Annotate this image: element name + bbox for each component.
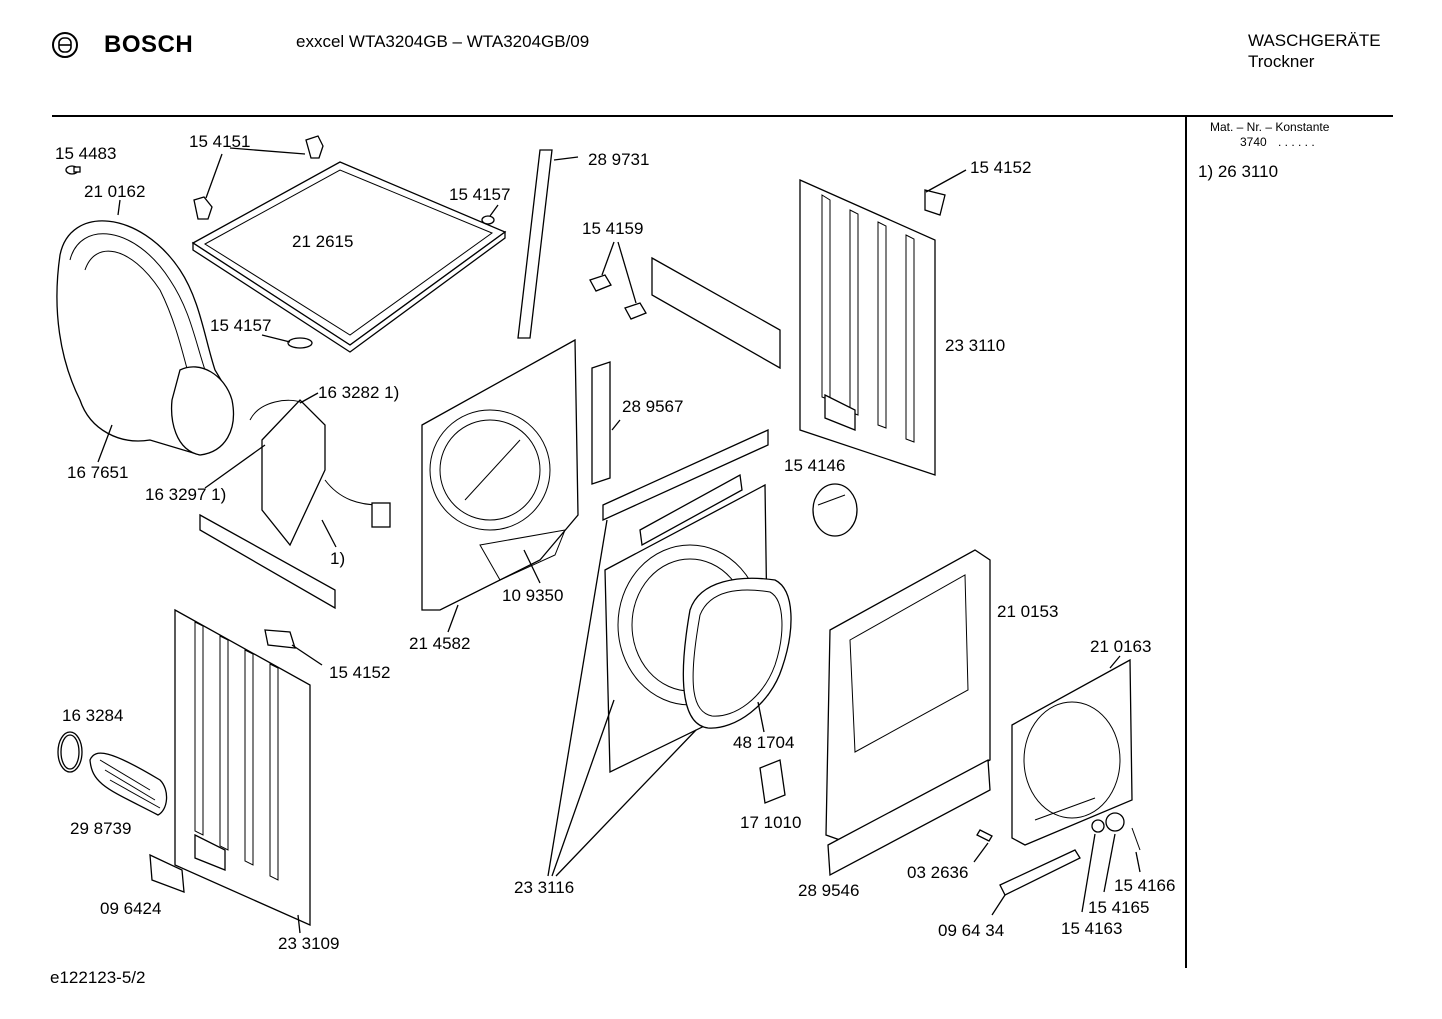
label-289731: 28 9731 <box>588 150 650 169</box>
category-title: WASCHGERÄTE <box>1248 31 1381 50</box>
label-214582: 21 4582 <box>409 634 471 653</box>
label-233116: 23 3116 <box>514 878 575 897</box>
label-154163: 15 4163 <box>1061 919 1123 938</box>
label-154146: 15 4146 <box>784 456 846 475</box>
label-032636: 03 2636 <box>907 863 969 882</box>
part-154166-spring <box>1131 827 1141 873</box>
part-154152-clip-top <box>924 169 967 216</box>
subcategory-title: Trockner <box>1248 52 1315 71</box>
label-171010: 17 1010 <box>740 813 802 832</box>
part-289731-strip <box>517 149 579 339</box>
label-154159: 15 4159 <box>582 219 644 238</box>
label-212615: 21 2615 <box>292 232 354 251</box>
mat-nr-label: Mat. – Nr. – Konstante <box>1210 120 1330 134</box>
label-096424: 09 6424 <box>100 899 162 918</box>
part-154146-round-cover <box>812 483 858 537</box>
part-481704-door-seal <box>682 577 792 733</box>
label-109350: 10 9350 <box>502 586 564 605</box>
part-212615-top-cover <box>191 161 507 353</box>
label-233110: 23 3110 <box>945 336 1006 355</box>
label-154152-bottom: 15 4152 <box>329 663 391 682</box>
model-title: exxcel WTA3204GB – WTA3204GB/09 <box>296 32 590 51</box>
label-289546: 28 9546 <box>798 881 860 900</box>
label-298739: 29 8739 <box>70 819 132 838</box>
label-154152-top: 15 4152 <box>970 158 1032 177</box>
label-210162: 21 0162 <box>84 182 146 201</box>
label-096434: 09 64 34 <box>938 921 1005 940</box>
label-163297: 16 3297 1) <box>145 485 227 504</box>
part-096434-handle <box>991 849 1081 916</box>
part-154151-clips <box>193 135 324 220</box>
part-154163-knob <box>1081 819 1105 913</box>
part-210162-rear-duct <box>56 199 235 463</box>
bosch-armature-icon <box>52 32 78 58</box>
brand-name: BOSCH <box>104 31 194 58</box>
label-154165: 15 4165 <box>1088 898 1150 917</box>
label-154157-bottom: 15 4157 <box>210 316 272 335</box>
mat-nr-value: 3740 <box>1240 135 1267 149</box>
part-096424-cap <box>149 853 185 893</box>
label-footnote-ref: 1) <box>330 549 346 568</box>
label-167651: 16 7651 <box>67 463 129 482</box>
label-154483: 15 4483 <box>55 144 117 163</box>
part-154165-bush <box>1103 812 1125 893</box>
part-163284-clamp-ring <box>57 731 83 773</box>
label-154157-top: 15 4157 <box>449 185 511 204</box>
label-289567: 28 9567 <box>622 397 684 416</box>
part-154159-bracket <box>589 241 781 370</box>
part-214582-rear-panel <box>421 338 579 633</box>
label-154166: 15 4166 <box>1114 876 1176 895</box>
footnote-1: 1) 26 3110 <box>1198 162 1279 181</box>
part-171010-door-switch <box>759 759 786 804</box>
part-210153-front-panel <box>825 549 991 841</box>
label-163284: 16 3284 <box>62 706 124 725</box>
part-289546-plinth <box>827 758 991 877</box>
part-298739-exhaust-hose <box>89 752 168 816</box>
label-163282: 16 3282 1) <box>318 383 400 402</box>
drawing-reference: e122123-5/2 <box>50 968 146 987</box>
label-481704: 48 1704 <box>733 733 795 752</box>
part-233110-side-panel-right <box>799 178 936 476</box>
part-163282-heater-assembly <box>204 392 391 548</box>
label-210163: 21 0163 <box>1090 637 1152 656</box>
mat-nr-dots: . . . . . . <box>1278 135 1315 149</box>
part-210163-door <box>1011 655 1133 846</box>
part-032636-screw <box>973 829 993 863</box>
label-210153: 21 0153 <box>997 602 1059 621</box>
part-lower-rail <box>199 513 336 610</box>
part-289567-vertical-bracket <box>591 361 621 485</box>
label-233109: 23 3109 <box>278 934 340 953</box>
label-154151: 15 4151 <box>189 132 251 151</box>
part-233109-side-panel-left <box>174 608 323 934</box>
part-154483-screw <box>65 165 81 175</box>
